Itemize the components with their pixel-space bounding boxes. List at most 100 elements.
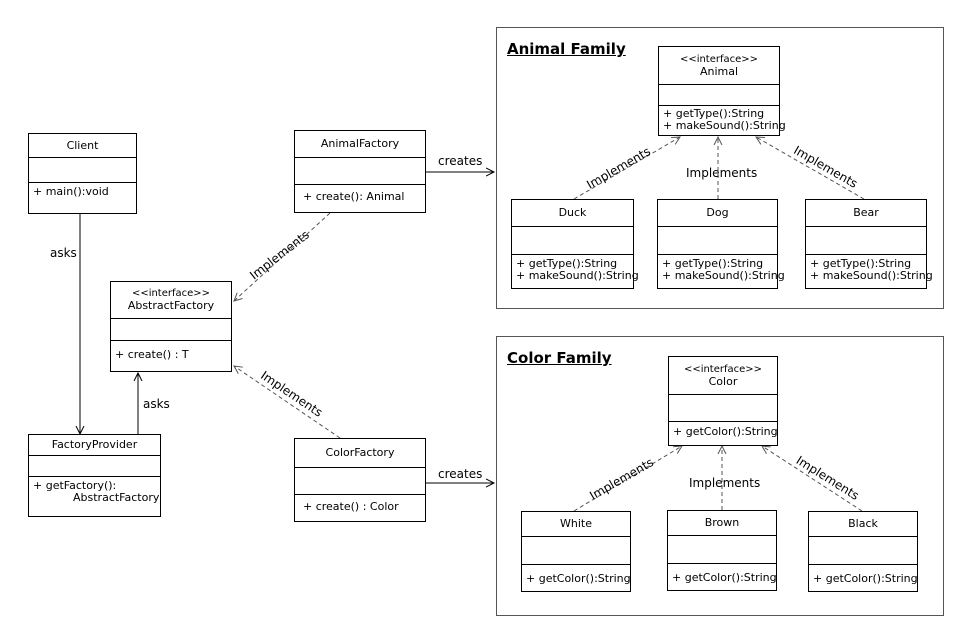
attributes-section xyxy=(669,394,777,421)
implements-line-white xyxy=(573,446,682,512)
method: + getColor():String xyxy=(673,425,778,438)
creates-label-animal: creates xyxy=(438,154,483,168)
stereotype: <<interface>> xyxy=(683,363,763,375)
implements-line-animal-factory xyxy=(234,212,331,301)
class-header: Bear xyxy=(806,200,926,226)
class-name: ColorFactory xyxy=(325,446,395,459)
class-dog[interactable]: Dog + getType():String + makeSound():Str… xyxy=(657,199,785,289)
class-color-interface[interactable]: <<interface>> Color + getColor():String xyxy=(668,356,778,446)
attributes-section xyxy=(658,226,777,254)
class-duck[interactable]: Duck + getType():String + makeSound():St… xyxy=(511,199,639,289)
method: + main():void xyxy=(33,185,109,198)
class-header: <<interface>> Color xyxy=(669,357,777,394)
method: + getColor():String xyxy=(672,571,777,584)
implements-line-color-factory xyxy=(234,366,341,439)
methods-section: + getColor():String xyxy=(522,564,631,585)
method: + getColor():String xyxy=(526,572,631,585)
methods-section: + create() : Color xyxy=(295,494,425,513)
attributes-section xyxy=(668,535,776,563)
stereotype: <<interface>> xyxy=(131,288,211,299)
methods-section: + getColor():String xyxy=(669,421,778,438)
class-bear[interactable]: Bear + getType():String + makeSound():St… xyxy=(805,199,933,289)
method: + getType():String xyxy=(810,257,912,270)
methods-section: + getType():String + makeSound():String xyxy=(659,105,786,132)
methods-section: + getColor():String xyxy=(809,564,918,585)
methods-section: + getColor():String xyxy=(668,563,777,584)
class-name: AnimalFactory xyxy=(320,137,400,150)
method: + getType():String xyxy=(663,107,765,120)
methods-section: + getType():String + makeSound():String xyxy=(658,254,785,282)
class-header: Client xyxy=(29,134,136,157)
implements-label-dog: Implements xyxy=(686,166,758,180)
methods-section: + create(): Animal xyxy=(295,184,425,203)
animal-family-title: Animal Family xyxy=(507,40,626,58)
method: + create() : Color xyxy=(303,500,399,513)
asks-label-provider: asks xyxy=(143,397,170,411)
methods-section: + getType():String + makeSound():String xyxy=(806,254,933,282)
class-client[interactable]: Client + main():void xyxy=(28,133,137,214)
methods-section: + getType():String + makeSound():String xyxy=(512,254,639,282)
attributes-section xyxy=(809,536,917,564)
attributes-section xyxy=(29,157,136,182)
attributes-section xyxy=(522,536,630,564)
method: + makeSound():String xyxy=(662,269,785,282)
class-name: AbstractFactory xyxy=(127,299,215,312)
implements-line-black xyxy=(762,446,863,512)
method: + getType():String xyxy=(662,257,764,270)
class-name: White xyxy=(560,517,592,530)
class-black[interactable]: Black + getColor():String xyxy=(808,511,918,592)
class-header: <<interface>> AbstractFactory xyxy=(111,282,231,318)
method: + getColor():String xyxy=(813,572,918,585)
class-animal-factory[interactable]: AnimalFactory + create(): Animal xyxy=(294,130,426,213)
asks-label-client: asks xyxy=(50,246,77,260)
class-header: White xyxy=(522,512,630,536)
class-name: Dog xyxy=(706,206,729,219)
class-name: FactoryProvider xyxy=(51,438,138,451)
class-header: Duck xyxy=(512,200,633,226)
implements-line-bear xyxy=(756,137,865,200)
attributes-section xyxy=(29,455,160,476)
method: + makeSound():String xyxy=(810,269,933,282)
method: + create(): Animal xyxy=(303,190,405,203)
class-header: Brown xyxy=(668,511,776,535)
method: + makeSound():String xyxy=(516,269,639,282)
class-header: ColorFactory xyxy=(295,439,425,467)
class-header: <<interface>> Animal xyxy=(659,47,779,84)
attributes-section xyxy=(295,157,425,184)
class-name: Brown xyxy=(704,516,740,529)
methods-section: + main():void xyxy=(29,182,136,198)
method: + getFactory(): xyxy=(33,479,117,492)
class-abstract-factory[interactable]: <<interface>> AbstractFactory + create()… xyxy=(110,281,232,372)
class-name: Black xyxy=(848,517,878,530)
class-factory-provider[interactable]: FactoryProvider + getFactory(): Abstract… xyxy=(28,434,161,517)
class-header: Black xyxy=(809,512,917,536)
class-name: Duck xyxy=(558,206,587,219)
class-brown[interactable]: Brown + getColor():String xyxy=(667,510,777,591)
attributes-section xyxy=(295,467,425,494)
class-name: Color xyxy=(708,374,738,388)
methods-section: + create() : T xyxy=(111,340,231,361)
method: + create() : T xyxy=(115,348,189,361)
color-family-title: Color Family xyxy=(507,349,612,367)
stereotype: <<interface>> xyxy=(679,53,759,65)
method: + makeSound():String xyxy=(663,119,786,132)
class-name: Client xyxy=(66,138,99,152)
attributes-section xyxy=(659,84,779,105)
method: + getType():String xyxy=(516,257,618,270)
implements-label-brown: Implements xyxy=(689,476,761,490)
attributes-section xyxy=(806,226,926,254)
methods-section: + getFactory(): AbstractFactory xyxy=(29,476,160,504)
method-return-type: AbstractFactory xyxy=(73,491,160,504)
attributes-section xyxy=(111,318,231,340)
class-name: Animal xyxy=(699,64,739,78)
attributes-section xyxy=(512,226,633,254)
class-white[interactable]: White + getColor():String xyxy=(521,511,631,592)
class-animal-interface[interactable]: <<interface>> Animal + getType():String … xyxy=(658,46,786,136)
creates-label-color: creates xyxy=(438,467,483,481)
class-name: Bear xyxy=(853,206,879,219)
class-color-factory[interactable]: ColorFactory + create() : Color xyxy=(294,438,426,522)
class-header: AnimalFactory xyxy=(295,131,425,157)
class-header: FactoryProvider xyxy=(29,435,160,455)
class-header: Dog xyxy=(658,200,777,226)
